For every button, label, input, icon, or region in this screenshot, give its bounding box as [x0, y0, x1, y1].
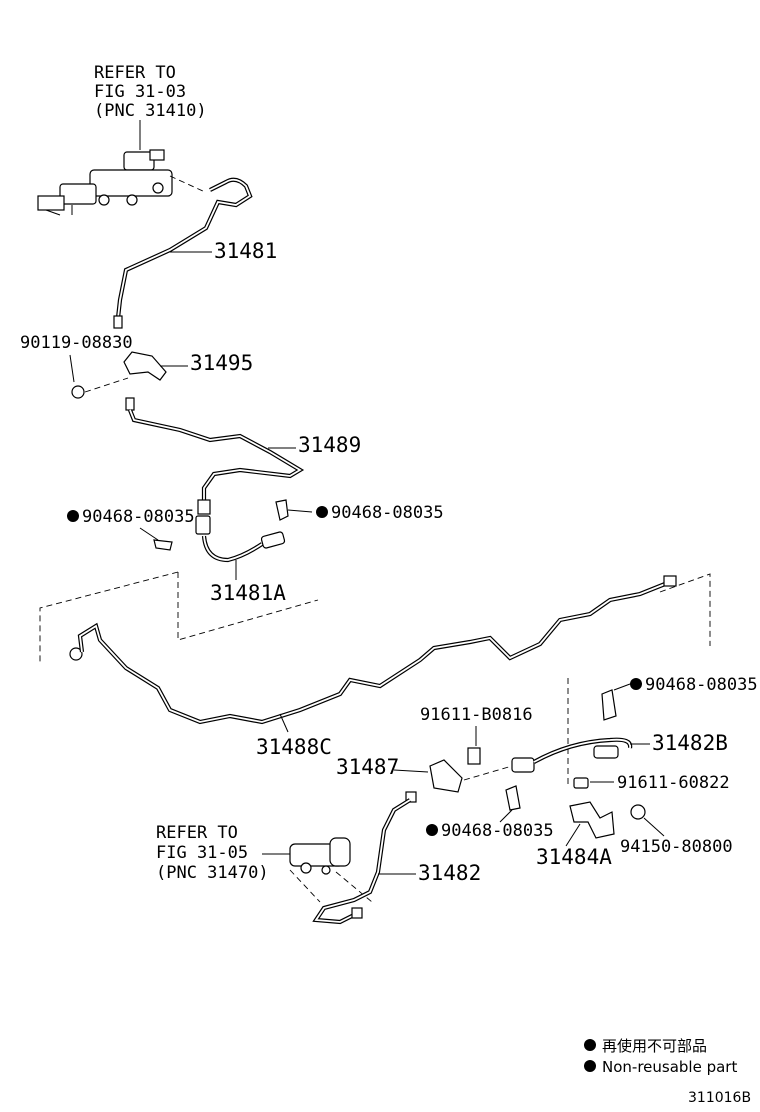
label-clip-a: 90468-08035: [82, 507, 195, 527]
legend: 再使用不可部品 Non-reusable part: [584, 1037, 737, 1076]
label-91611-B0816: 91611-B0816: [420, 705, 533, 725]
label-90119-08830: 90119-08830: [20, 333, 133, 353]
bracket-31487: 31487: [336, 755, 513, 793]
clip-group-upper: 90468-08035 90468-08035: [67, 499, 444, 551]
clip-group-lower: 90468-08035: [426, 785, 554, 841]
label-clip-c: 90468-08035: [645, 675, 758, 695]
pipe-31489: 31489: [125, 397, 361, 500]
bracket-31484A: 31484A: [536, 801, 615, 869]
bolt-bracket-group: 90119-08830 31495: [20, 333, 253, 399]
dashed-envelope: [39, 571, 711, 784]
clutch-master-cylinder: [37, 149, 206, 216]
legend-dot-jp: [584, 1039, 596, 1051]
top-ref-line3: (PNC 31410): [94, 101, 207, 121]
label-31482: 31482: [418, 861, 481, 885]
label-31482B: 31482B: [652, 731, 728, 755]
label-31495: 31495: [190, 351, 253, 375]
top-ref-line2: FIG 31-03: [94, 82, 186, 102]
pipe-31482: 31482: [312, 791, 481, 925]
label-31489: 31489: [298, 433, 361, 457]
label-clip-d: 90468-08035: [441, 821, 554, 841]
bottom-reference: REFER TO FIG 31-05 (PNC 31470): [156, 823, 290, 883]
top-reference: REFER TO FIG 31-03 (PNC 31410): [94, 63, 207, 150]
nut-94150-80800: 94150-80800: [620, 804, 733, 857]
legend-dot-en: [584, 1060, 596, 1072]
label-31481: 31481: [214, 239, 277, 263]
label-31487: 31487: [336, 755, 399, 779]
hose-31482B: 31482B: [511, 731, 728, 773]
fastener-91611-B0816: 91611-B0816: [420, 705, 533, 765]
label-clip-b: 90468-08035: [331, 503, 444, 523]
top-ref-line1: REFER TO: [94, 63, 176, 83]
label-91611-60822: 91611-60822: [617, 773, 730, 793]
clip-group-right: 90468-08035: [601, 675, 758, 721]
label-31484A: 31484A: [536, 845, 612, 869]
bolt-91611-60822: 91611-60822: [573, 773, 730, 793]
legend-text-jp: 再使用不可部品: [602, 1037, 707, 1055]
non-reusable-dot-d: [426, 824, 438, 836]
non-reusable-dot-a: [67, 510, 79, 522]
label-94150-80800: 94150-80800: [620, 837, 733, 857]
legend-text-en: Non-reusable part: [602, 1058, 737, 1076]
pipe-31481: 31481: [113, 177, 277, 329]
bottom-ref-line2: FIG 31-05: [156, 843, 248, 863]
bottom-ref-line3: (PNC 31470): [156, 863, 269, 883]
hose-31481A: 31481A: [195, 499, 286, 605]
bottom-ref-line1: REFER TO: [156, 823, 238, 843]
non-reusable-dot-c: [630, 678, 642, 690]
label-31481A: 31481A: [210, 581, 286, 605]
clutch-release-cylinder: [289, 837, 373, 903]
label-31488C: 31488C: [256, 735, 332, 759]
non-reusable-dot-b: [316, 506, 328, 518]
pipe-31488C: 31488C: [69, 575, 677, 759]
figure-id: 311016B: [688, 1090, 751, 1106]
